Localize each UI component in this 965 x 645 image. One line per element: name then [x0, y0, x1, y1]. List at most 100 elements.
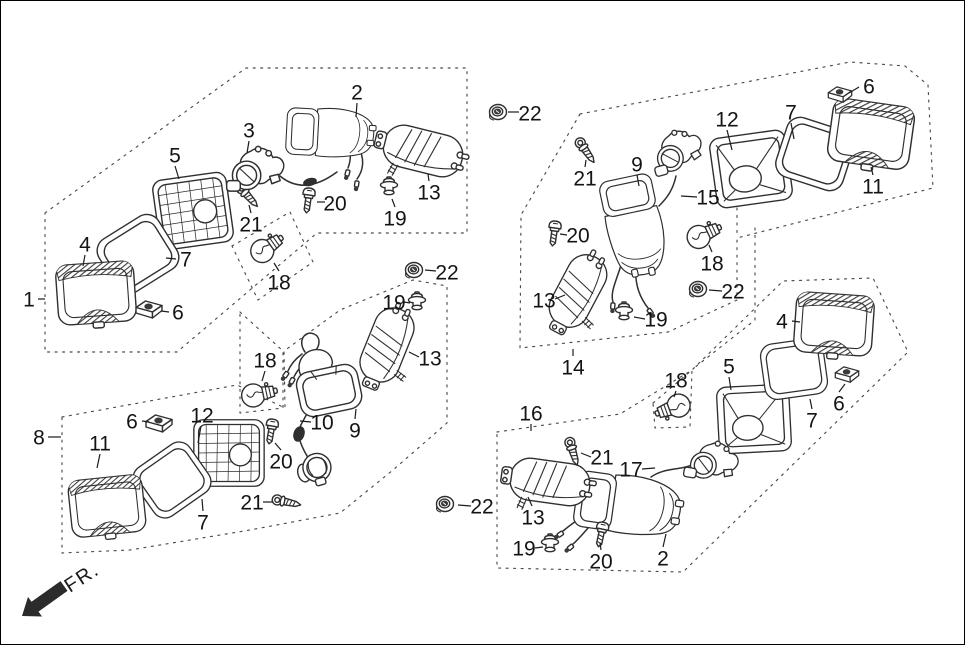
leader-line: [662, 533, 667, 548]
part-label-10: 10: [310, 412, 333, 435]
leader-line: [790, 122, 795, 140]
leader-line: [708, 244, 713, 253]
leader-line: [403, 301, 411, 304]
leader-line: [391, 198, 396, 208]
leader-line: [534, 546, 544, 549]
leader-line: [527, 496, 533, 507]
part-label-20: 20: [566, 225, 589, 248]
part-label-6: 6: [126, 411, 138, 434]
leader-line: [809, 398, 813, 410]
part-label-22: 22: [470, 496, 493, 519]
part-label-19: 19: [382, 292, 405, 315]
leader-line: [201, 498, 204, 512]
part-label-3: 3: [243, 120, 255, 143]
leader-line: [424, 269, 437, 272]
part-label-19: 19: [383, 208, 406, 231]
leader-line: [680, 195, 698, 198]
region-outline: [693, 227, 756, 369]
leader-line: [160, 310, 170, 313]
leader-line: [355, 102, 358, 118]
leader-line: [633, 316, 646, 320]
part-grommet: [488, 103, 508, 121]
wire: [658, 175, 677, 207]
part-label-13: 13: [417, 182, 440, 205]
region-outline: [61, 279, 448, 554]
part-label-13: 13: [418, 348, 441, 371]
region-outline: [652, 369, 693, 429]
leader-line: [726, 129, 733, 151]
part-label-7: 7: [197, 512, 209, 535]
wire: [287, 353, 303, 372]
leader-line: [427, 173, 430, 182]
part-label-6: 6: [172, 302, 184, 325]
part-label-21: 21: [239, 214, 262, 237]
part-grommet: [435, 495, 455, 513]
leader-line: [641, 467, 656, 470]
leader-line: [274, 442, 282, 451]
regions-layer: [44, 61, 934, 573]
part-label-13: 13: [521, 507, 544, 530]
leader-line: [408, 351, 420, 358]
part-label-1: 1: [23, 289, 35, 312]
wire-sleeve: [303, 177, 317, 187]
leader-line: [457, 504, 472, 507]
leader-line: [174, 165, 180, 180]
part-grommet: [688, 280, 708, 298]
part-label-9: 9: [349, 420, 361, 443]
fr-arrow: [22, 581, 68, 617]
leader-line: [197, 425, 202, 444]
region-outline: [239, 311, 284, 414]
leader-line: [261, 370, 266, 382]
part-label-19: 19: [512, 538, 535, 561]
leader-line: [673, 390, 677, 398]
leader-line: [141, 420, 150, 423]
part-label-21: 21: [240, 492, 263, 515]
part-label-18: 18: [267, 272, 290, 295]
part-label-6: 6: [863, 76, 875, 99]
leader-line: [82, 254, 86, 267]
region-outline: [44, 67, 468, 353]
part-label-20: 20: [589, 551, 612, 574]
part-label-22: 22: [435, 262, 458, 285]
region-outline: [231, 211, 314, 301]
region-outline: [496, 277, 909, 573]
part-label-4: 4: [79, 234, 91, 257]
part-label-6: 6: [833, 393, 845, 416]
part-label-5: 5: [723, 356, 735, 379]
leader-line: [728, 376, 732, 391]
part-label-22: 22: [518, 103, 541, 126]
part-label-14: 14: [561, 357, 585, 380]
part-label-12: 12: [190, 405, 213, 428]
wire: [301, 332, 320, 353]
part-label-17: 17: [619, 459, 642, 482]
leader-line: [354, 408, 357, 420]
part-label-2: 2: [351, 82, 363, 105]
leader-line: [248, 204, 252, 214]
part-label-18: 18: [253, 350, 276, 373]
part-grommet: [404, 261, 424, 279]
part-label-4: 4: [776, 311, 788, 334]
part-label-7: 7: [180, 249, 192, 272]
leader-line: [580, 452, 592, 458]
leader-line: [273, 262, 280, 272]
leader-line: [299, 420, 312, 423]
part-label-9: 9: [631, 154, 643, 177]
leader-line: [791, 320, 801, 323]
leader-line: [96, 453, 101, 469]
leader-line: [870, 166, 874, 176]
leader-line: [559, 233, 568, 236]
part-label-5: 5: [169, 145, 181, 168]
part-label-7: 7: [785, 102, 797, 125]
leader-line: [708, 289, 723, 292]
part-label-22: 22: [721, 281, 744, 304]
part-label-16: 16: [519, 403, 542, 426]
part-label-21: 21: [573, 168, 596, 191]
part-label-18: 18: [664, 370, 687, 393]
leader-line: [584, 159, 587, 168]
part-label-20: 20: [323, 193, 346, 216]
part-label-13: 13: [532, 290, 555, 313]
part-label-8: 8: [33, 427, 45, 450]
part-label-18: 18: [700, 253, 723, 276]
